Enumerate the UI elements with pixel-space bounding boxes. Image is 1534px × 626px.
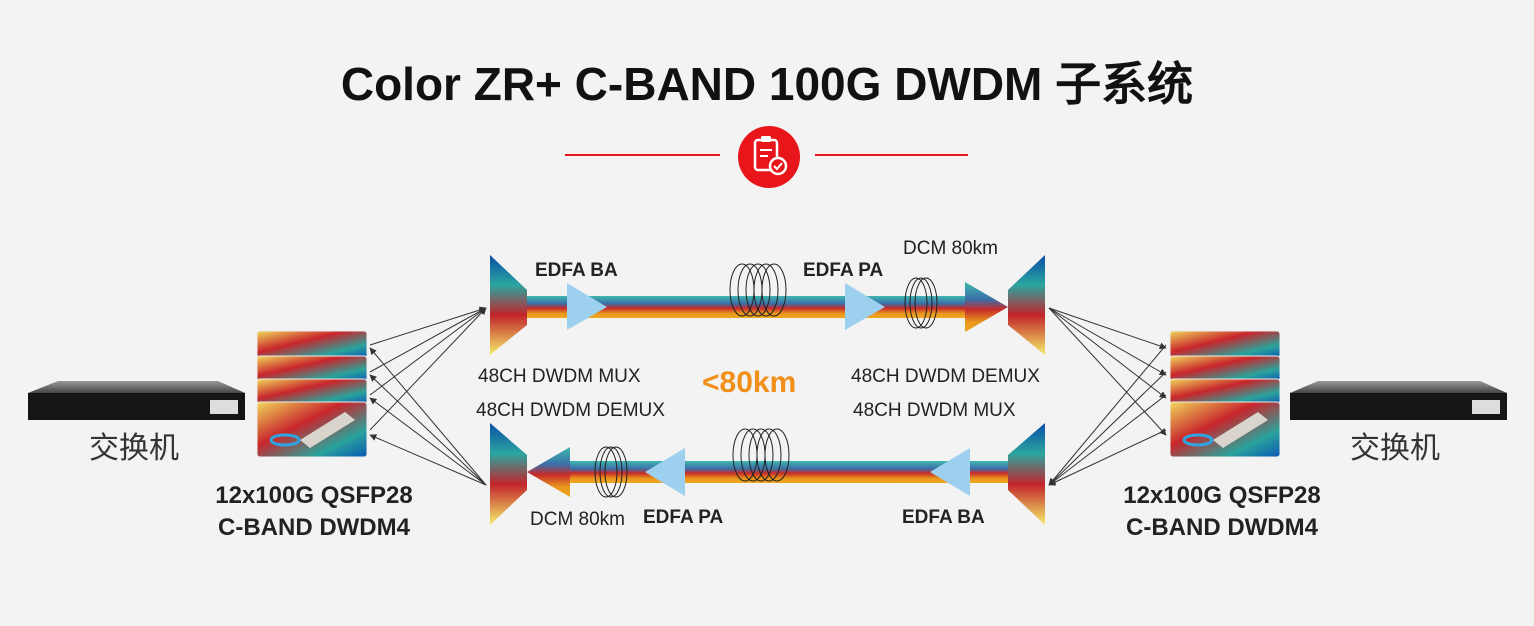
- top-mux: [490, 255, 527, 355]
- clipboard-check-icon: [738, 126, 800, 188]
- top-demux-label: 48CH DWDM DEMUX: [851, 366, 1040, 387]
- bottom-mux: [1008, 423, 1045, 525]
- bottom-edfa-ba-amplifier-icon: [930, 448, 970, 496]
- bottom-demux: [490, 423, 527, 525]
- bottom-dcm-label: DCM 80km: [530, 509, 625, 530]
- bottom-edfa-ba-label: EDFA BA: [902, 507, 985, 528]
- right-module-line1: 12x100G QSFP28: [1123, 482, 1320, 509]
- right-module-line2: C-BAND DWDM4: [1126, 514, 1319, 541]
- left-module-line1: 12x100G QSFP28: [215, 482, 412, 509]
- top-dcm-label: DCM 80km: [903, 238, 998, 259]
- right-switch: [1290, 381, 1507, 420]
- left-switch: [28, 381, 245, 420]
- right-switch-label: 交换机: [1350, 432, 1440, 465]
- top-fiber-coil-icon: [729, 263, 787, 317]
- left-qsfp28-modules: [256, 330, 368, 458]
- right-qsfp28-modules: [1169, 330, 1281, 458]
- left-module-line2: C-BAND DWDM4: [218, 514, 411, 541]
- page-title: Color ZR+ C-BAND 100G DWDM 子系统: [341, 58, 1193, 110]
- right-connection-arrows: [1048, 307, 1167, 486]
- top-edfa-pa-amplifier-icon: [845, 283, 885, 330]
- bottom-edfa-pa-amplifier-icon: [645, 448, 685, 496]
- top-edfa-ba-amplifier-icon: [567, 283, 607, 330]
- top-demux: [1008, 255, 1045, 355]
- bottom-mux-label: 48CH DWDM MUX: [853, 400, 1016, 421]
- top-edfa-ba-label: EDFA BA: [535, 260, 618, 281]
- distance-label: <80km: [702, 366, 796, 399]
- top-mux-label: 48CH DWDM MUX: [478, 366, 641, 387]
- top-dcm-coil-icon: [904, 277, 938, 329]
- left-connection-arrows: [369, 306, 487, 486]
- bottom-edfa-pa-label: EDFA PA: [643, 507, 724, 528]
- bottom-demux-label: 48CH DWDM DEMUX: [476, 400, 665, 421]
- left-switch-label: 交换机: [89, 432, 179, 465]
- top-edfa-pa-label: EDFA PA: [803, 260, 884, 281]
- bottom-dcm-coil-icon: [594, 446, 628, 498]
- bottom-fiber-coil-icon: [732, 428, 790, 482]
